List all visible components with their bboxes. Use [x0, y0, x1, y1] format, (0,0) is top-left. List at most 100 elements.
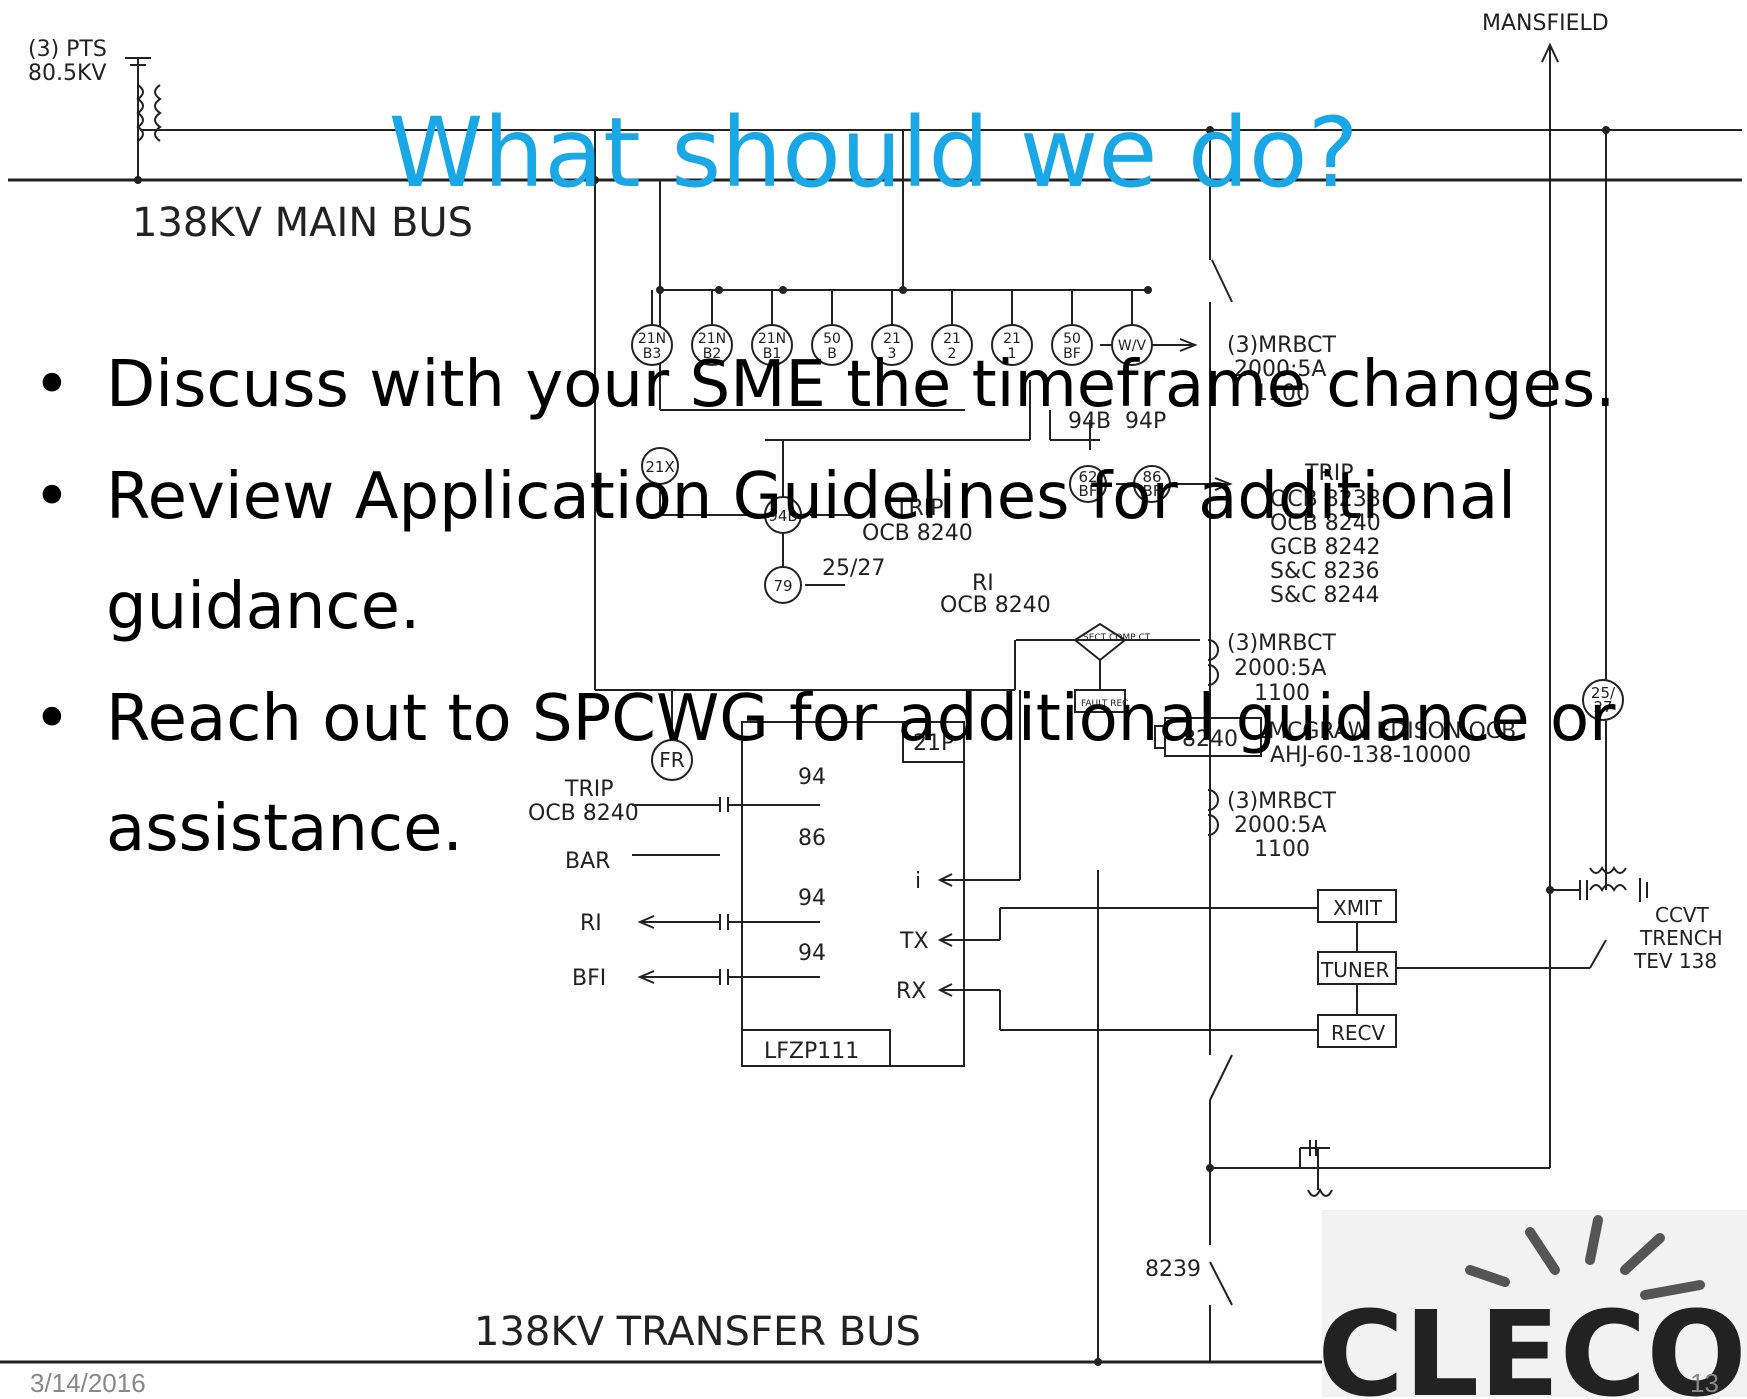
- bullet-text: Reach out to SPCWG for additional guidan…: [106, 682, 1616, 866]
- relay-label-top: 21N: [758, 331, 786, 347]
- bullet-list: • Discuss with your SME the timeframe ch…: [28, 330, 1728, 886]
- label-fr: FR: [659, 748, 685, 772]
- relay-fr: [651, 739, 693, 781]
- label-trip-gcb: GCB 8242: [1270, 535, 1380, 560]
- label-trip-head: TRIP: [1304, 461, 1353, 486]
- relay-94b: [764, 496, 802, 534]
- label-recv: RECV: [1331, 1021, 1385, 1045]
- label-62: 62: [1078, 468, 1097, 486]
- label-ccvt3: TEV 138: [1633, 949, 1717, 973]
- relay-label-top: 50: [823, 331, 841, 347]
- label-ccvt2: TRENCH: [1639, 926, 1723, 950]
- label-breaker: 8240: [1182, 727, 1238, 752]
- label-ri-left: RI: [580, 911, 602, 936]
- bullet-marker: •: [33, 348, 71, 422]
- relay-label-bottom: 3: [888, 346, 897, 362]
- bullet-text: Review Application Guidelines for additi…: [106, 460, 1516, 644]
- relay-label-top: 50: [1063, 331, 1081, 347]
- label-main-bus: 138KV MAIN BUS: [132, 200, 473, 246]
- relay-label-bottom: B1: [763, 346, 782, 362]
- relay-label-bottom: 1: [1008, 346, 1017, 362]
- slide-title: What should we do?: [388, 97, 1359, 209]
- relay-label-bottom: B: [827, 346, 837, 362]
- label-breaker-desc1: MCGRAW EDISON OCB: [1268, 719, 1516, 744]
- label-86: 86: [1142, 468, 1161, 486]
- label-bfi: BFI: [572, 966, 606, 991]
- label-trip-sc1: S&C 8236: [1270, 559, 1379, 584]
- relay-circle: 211: [991, 290, 1033, 366]
- footer-date: 3/14/2016: [30, 1368, 146, 1398]
- relay-label-bottom: 2: [948, 346, 957, 362]
- label-relay-model: LFZP111: [764, 1039, 859, 1064]
- relay-2527: [1582, 679, 1624, 721]
- label-62bf: BF: [1079, 482, 1098, 500]
- relay-79: [764, 566, 802, 604]
- label-c94-2: 94: [798, 886, 826, 911]
- label-mrbct-top-ratio: 2000:5A: [1234, 357, 1326, 382]
- logo-text: CLECO: [1317, 1285, 1746, 1397]
- label-ri-top: RI: [972, 571, 994, 596]
- label-2527: 25/27: [822, 556, 885, 581]
- label-trip-94b: TRIP: [894, 496, 943, 521]
- bullet-marker: •: [33, 682, 71, 756]
- relay-label-top: 21: [1003, 331, 1021, 347]
- relay-label-bottom: BF: [1063, 346, 1081, 362]
- cleco-logo: CLECO: [1317, 1210, 1747, 1397]
- bullet-text: Discuss with your SME the timeframe chan…: [106, 348, 1616, 422]
- relay-label-bottom: B2: [703, 346, 722, 362]
- relay-label-top: 21: [943, 331, 961, 347]
- label-mrbct-mid: (3)MRBCT: [1227, 631, 1336, 656]
- label-relay-21p: 21P: [913, 731, 954, 756]
- relay-label-top: 21N: [698, 331, 726, 347]
- label-79: 79: [773, 577, 792, 595]
- relay-21x: [641, 447, 679, 485]
- relay-label-top: 21N: [638, 331, 666, 347]
- relay-label-top: W/V: [1118, 338, 1147, 354]
- bullet-item: • Review Application Guidelines for addi…: [28, 442, 1728, 662]
- relay-62bf: [1069, 465, 1107, 503]
- label-21x: 21X: [645, 458, 674, 476]
- label-c86: 86: [798, 826, 826, 851]
- bullet-marker: •: [33, 460, 71, 534]
- label-trip-left-ocb: OCB 8240: [528, 801, 639, 826]
- label-8239: 8239: [1145, 1257, 1201, 1282]
- label-mrbct-mid-tap: 1100: [1254, 681, 1310, 706]
- label-bar: BAR: [565, 849, 610, 874]
- label-mrbct-low-tap: 1100: [1254, 837, 1310, 862]
- label-c94-3: 94: [798, 941, 826, 966]
- slide-number: 13: [1690, 1368, 1719, 1398]
- label-mrbct-mid-ratio: 2000:5A: [1234, 656, 1326, 681]
- label-pts: (3) PTS: [28, 37, 107, 62]
- label-ccvt1: CCVT: [1655, 903, 1710, 927]
- relay-circle: 50B: [811, 290, 853, 366]
- label-trip-94b-ocb: OCB 8240: [862, 521, 973, 546]
- label-2527-top: 25/: [1591, 684, 1616, 702]
- label-trip-ocb1: OCB 8238: [1270, 487, 1381, 512]
- label-mrbct-top: (3)MRBCT: [1227, 333, 1336, 358]
- label-trip-sc2: S&C 8244: [1270, 583, 1379, 608]
- label-2527-bot: 27: [1593, 698, 1612, 716]
- relay-circle: 213: [871, 290, 913, 366]
- label-transfer-bus: 138KV TRANSFER BUS: [474, 1309, 921, 1355]
- label-94p: 94P: [1125, 409, 1166, 434]
- label-mrbct-low-ratio: 2000:5A: [1234, 813, 1326, 838]
- label-i-term: i: [915, 869, 921, 894]
- label-aux-94b: 94B: [768, 507, 797, 525]
- label-sect-comp: SECT COMP CT: [1083, 633, 1151, 643]
- label-trip-left: TRIP: [564, 777, 613, 802]
- label-ri-top-ocb: OCB 8240: [940, 593, 1051, 618]
- relay-label-bottom: B3: [643, 346, 662, 362]
- label-86bf: BF: [1143, 482, 1162, 500]
- bullet-item: • Reach out to SPCWG for additional guid…: [28, 664, 1728, 884]
- label-xmit: XMIT: [1333, 896, 1383, 920]
- label-mansfield: MANSFIELD: [1482, 11, 1609, 36]
- label-mrbct-top-tap: 1100: [1254, 381, 1310, 406]
- relay-circle: 212: [931, 290, 973, 366]
- relay-label-top: 21: [883, 331, 901, 347]
- label-breaker-desc2: AHJ-60-138-10000: [1270, 743, 1471, 768]
- relay-86bf: [1133, 465, 1171, 503]
